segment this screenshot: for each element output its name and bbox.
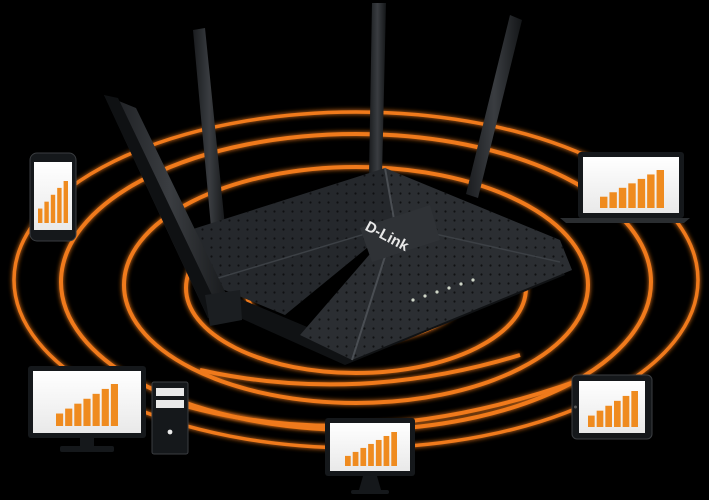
signal-bar xyxy=(628,183,636,208)
tablet-icon xyxy=(571,374,653,440)
signal-bar xyxy=(618,187,627,208)
antenna-2 xyxy=(193,28,226,238)
antennas-front xyxy=(104,95,242,326)
signal-bar xyxy=(360,447,367,466)
signal-bar xyxy=(656,170,664,208)
signal-bar xyxy=(375,439,382,466)
signal-bar xyxy=(38,208,43,223)
signal-bar xyxy=(605,405,612,427)
signal-bar xyxy=(74,403,82,426)
signal-bar xyxy=(596,410,604,427)
signal-ring-3 xyxy=(122,165,590,405)
signal-bar xyxy=(101,388,109,426)
router: D-Link xyxy=(188,167,572,365)
signal-bar xyxy=(63,181,68,223)
router-base xyxy=(188,240,565,365)
signal-bar xyxy=(631,391,638,427)
devices xyxy=(28,152,690,494)
signal-bar xyxy=(609,192,617,208)
signal-bar xyxy=(588,415,595,427)
smartphone-icon xyxy=(29,152,77,242)
status-leds xyxy=(411,278,475,302)
antennas-back xyxy=(193,3,522,238)
signal-bar xyxy=(647,174,655,208)
antenna-3 xyxy=(369,3,386,176)
antenna-4 xyxy=(466,15,522,198)
signal-bar xyxy=(56,413,64,426)
signal-bar xyxy=(391,432,397,466)
desktop-tower-icon xyxy=(151,381,189,455)
signal-bar xyxy=(345,455,351,466)
signal-waves-front xyxy=(164,353,581,428)
signal-bar xyxy=(92,393,100,426)
signal-bar xyxy=(44,201,49,223)
laptop-icon xyxy=(560,152,690,223)
signal-bar xyxy=(65,408,73,426)
antenna-1-hinge xyxy=(205,290,242,326)
signal-bar xyxy=(83,398,91,426)
signal-bar xyxy=(637,178,646,208)
desktop-monitor-icon xyxy=(28,366,146,452)
signal-bar xyxy=(622,395,630,427)
signal-bar xyxy=(368,443,374,466)
signal-bar xyxy=(352,451,359,466)
signal-bar xyxy=(600,196,608,208)
imac-icon xyxy=(325,418,415,494)
signal-bar xyxy=(383,435,390,466)
signal-bar xyxy=(50,194,56,223)
signal-bar xyxy=(614,400,621,427)
signal-bar xyxy=(110,384,118,426)
signal-bar xyxy=(57,187,62,223)
